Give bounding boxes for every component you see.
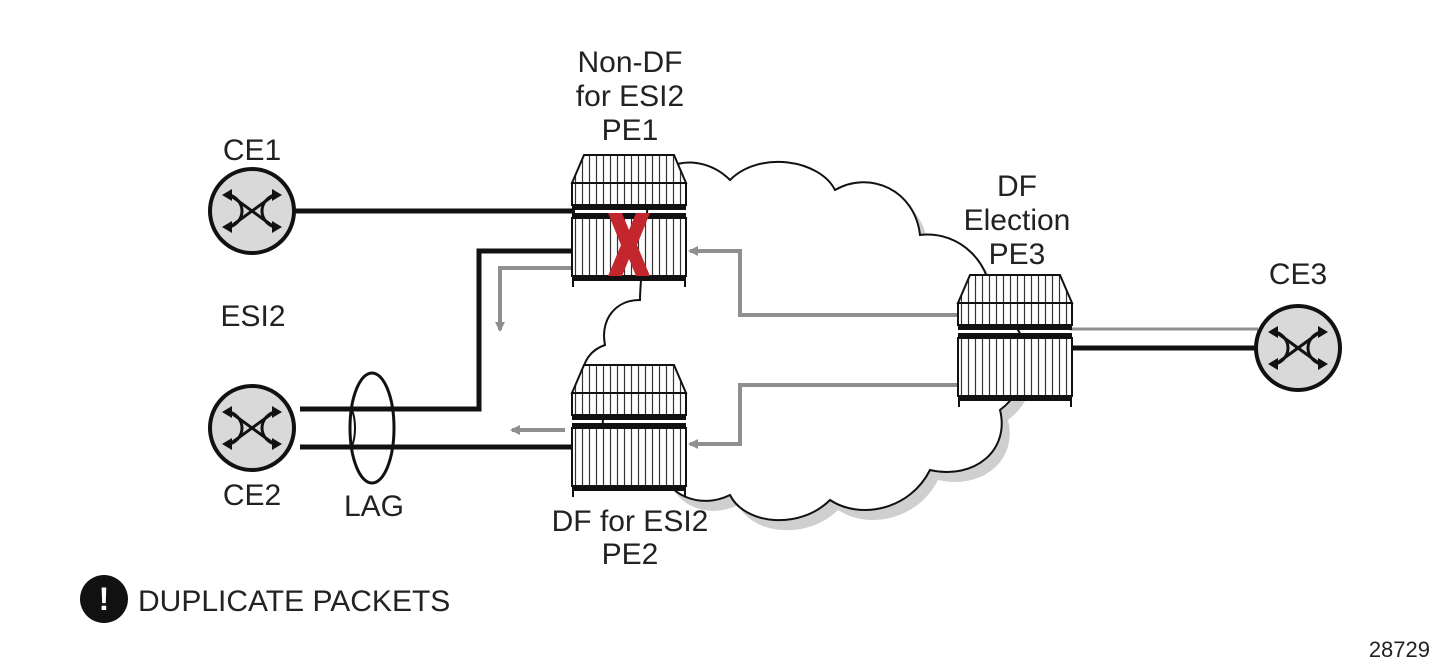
pe2-role: DF for ESI2	[552, 505, 709, 538]
figure-id: 28729	[1369, 637, 1430, 662]
pe2-name: PE2	[602, 538, 659, 571]
traffic-pe1-to-ce2	[495, 266, 575, 332]
lag-ellipse	[348, 371, 396, 485]
blocked-x-icon	[608, 213, 650, 276]
pe3-name: PE3	[989, 238, 1046, 271]
traffic-pe3-to-pe1	[688, 246, 960, 317]
traffic-arrows	[495, 246, 960, 449]
ce3-label: CE3	[1269, 258, 1327, 291]
ce3-router	[1254, 304, 1342, 392]
links	[294, 208, 1258, 450]
pe1-role-line1: Non-DF	[577, 46, 682, 79]
lag-label: LAG	[344, 490, 404, 523]
traffic-pe3-to-pe2	[688, 383, 960, 449]
ce1-router	[208, 167, 296, 255]
legend-text: DUPLICATE PACKETS	[138, 585, 450, 618]
ce2-label: CE2	[223, 479, 281, 512]
warning-icon-glyph: !	[99, 581, 110, 617]
pe3-role-line1: DF	[997, 170, 1037, 203]
ce2-router	[208, 384, 296, 472]
warning-icon	[80, 575, 128, 623]
ce1-label: CE1	[223, 134, 281, 167]
pe3-router	[957, 274, 1073, 408]
pe1-router	[571, 154, 687, 288]
pe2-router	[571, 364, 687, 498]
pe3-role-line2: Election	[964, 204, 1071, 237]
pe1-role-line2: for ESI2	[576, 80, 684, 113]
pe1-name: PE1	[602, 114, 659, 147]
esi-label: ESI2	[220, 300, 285, 333]
legend: ! DUPLICATE PACKETS	[80, 575, 450, 623]
link-ce2-pe1	[300, 248, 575, 412]
lag-ellipse-inner	[351, 409, 356, 447]
